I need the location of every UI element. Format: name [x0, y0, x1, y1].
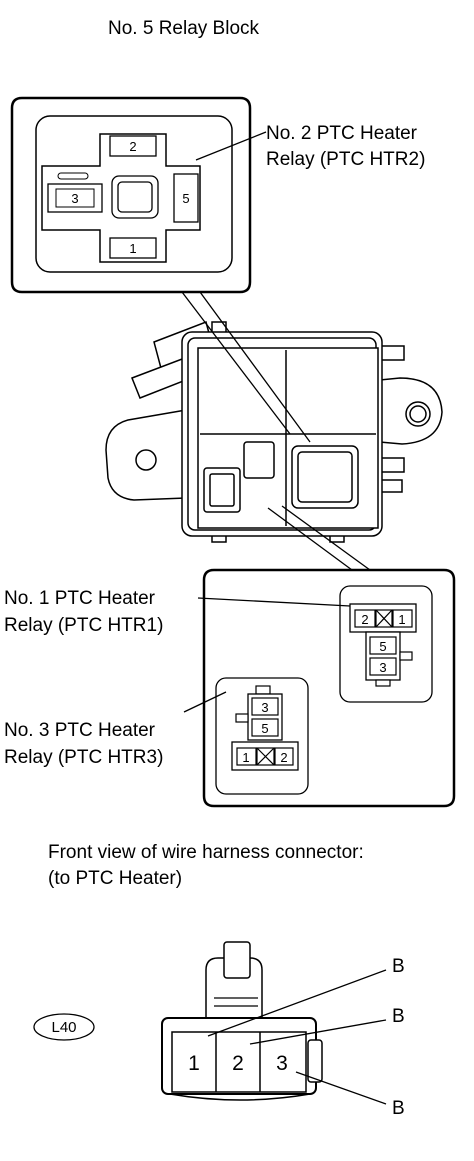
wire-color-leaders: [207, 969, 387, 1105]
relay3-pin-1: 1: [242, 750, 249, 765]
relay1-pin-3: 3: [379, 660, 386, 675]
relay1-pin-1: 1: [398, 612, 405, 627]
harness-connector: [161, 941, 323, 1101]
relay3-pin-5: 5: [261, 721, 268, 736]
relay-block-slots: [200, 350, 376, 526]
relay1-label-line2: Relay (PTC HTR1): [4, 615, 163, 636]
wire-color-pin-3: B: [392, 1098, 405, 1119]
relay2-pin-1-cavity: [109, 237, 157, 259]
callout-relay2: 2 3 5 1 No. 2 PTC Heater Relay (PTC HTR2…: [10, 96, 425, 443]
relay3-label-line1: No. 3 PTC Heater: [4, 720, 156, 741]
relay2-pin-3: 3: [71, 191, 78, 206]
relay2-pin-5-cavity: [173, 173, 199, 223]
connector-pin-3: 3: [276, 1052, 288, 1075]
relay2-label-line1: No. 2 PTC Heater: [266, 123, 418, 144]
connector-pin-2: 2: [232, 1052, 244, 1075]
connector-pin-1: 1: [188, 1052, 200, 1075]
callout-relay1-relay3: 2 1 5 3 3 5 1 2: [183, 505, 456, 808]
connector-caption-line2: (to PTC Heater): [48, 868, 182, 889]
relay3-pin-3: 3: [261, 700, 268, 715]
wire-color-pin-1: B: [392, 956, 405, 977]
relay2-label-line2: Relay (PTC HTR2): [266, 149, 425, 170]
relay2-pin-5: 5: [182, 191, 189, 206]
relay1-pin-5: 5: [379, 639, 386, 654]
connector-caption-line1: Front view of wire harness connector:: [48, 842, 364, 863]
wire-color-pin-2: B: [392, 1006, 405, 1027]
relay1-pin-2: 2: [361, 612, 368, 627]
relay3-pin-2: 2: [280, 750, 287, 765]
diagram-title: No. 5 Relay Block: [108, 18, 260, 39]
relay3-label-line2: Relay (PTC HTR3): [4, 747, 163, 768]
relay-block-body: [105, 321, 443, 543]
relay2-pin-2: 2: [129, 139, 136, 154]
relay2-pin-1: 1: [129, 241, 136, 256]
relay1-label-line1: No. 1 PTC Heater: [4, 588, 156, 609]
connector-code: L40: [51, 1019, 76, 1036]
connector-code-badge: L40: [33, 1013, 95, 1041]
relay2-pin-2-cavity: [109, 135, 157, 157]
